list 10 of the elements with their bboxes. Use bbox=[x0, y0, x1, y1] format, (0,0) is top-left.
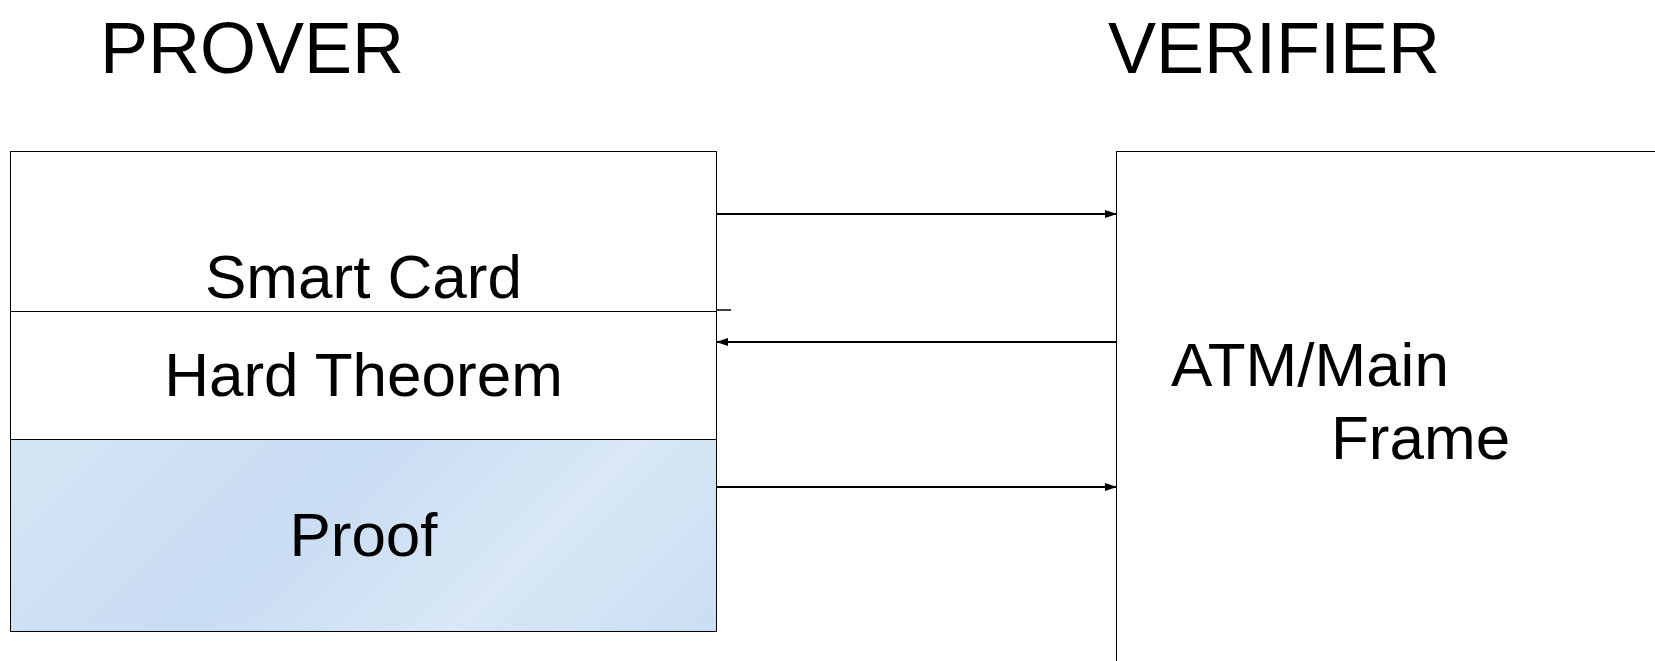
arrow bbox=[716, 483, 1117, 491]
side-heading: VERIFIER bbox=[1108, 12, 1441, 84]
region-label: Smart Card bbox=[205, 242, 522, 311]
region-label: Proof bbox=[289, 501, 438, 570]
system-label: ATM/Main Frame bbox=[1171, 329, 1512, 475]
shaded-region bbox=[11, 439, 716, 631]
side-heading: PROVER bbox=[100, 12, 405, 84]
arrow bbox=[716, 210, 1117, 218]
arrow bbox=[716, 338, 1117, 346]
region-label: Hard Theorem bbox=[164, 341, 563, 410]
